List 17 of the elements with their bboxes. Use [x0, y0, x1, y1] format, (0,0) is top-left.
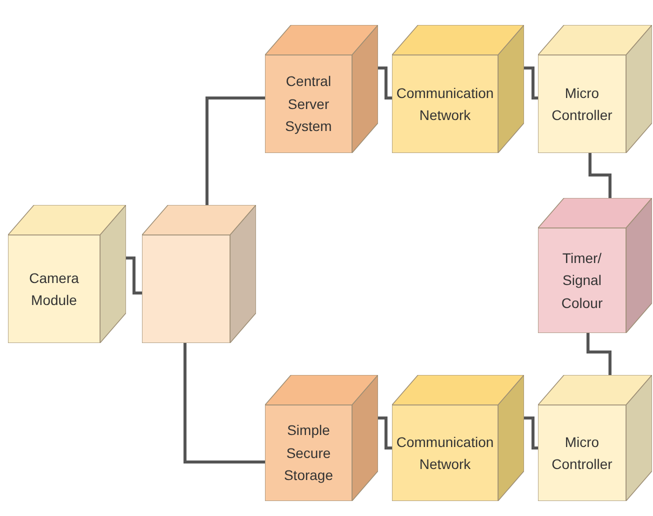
- node-label: Communication Network: [396, 432, 494, 474]
- connector-line: [184, 343, 265, 464]
- node-label: Camera Module: [28, 268, 80, 310]
- node-label: Simple Secure Storage: [282, 421, 334, 486]
- node-label: Timer/ Signal Colour: [560, 248, 604, 313]
- connector-line: [586, 333, 612, 375]
- node-label: Communication Network: [396, 84, 494, 125]
- node-label: Central Server System: [284, 72, 333, 136]
- connector-line: [126, 256, 142, 294]
- connector-line: [378, 66, 392, 100]
- connector-line: [524, 416, 538, 450]
- connector-line: [206, 96, 265, 205]
- connector-line: [524, 66, 538, 100]
- connector-line: [378, 416, 392, 450]
- node-label: Micro Controller: [550, 84, 614, 125]
- connector-line: [588, 153, 612, 198]
- node-label: Micro Controller: [550, 432, 614, 474]
